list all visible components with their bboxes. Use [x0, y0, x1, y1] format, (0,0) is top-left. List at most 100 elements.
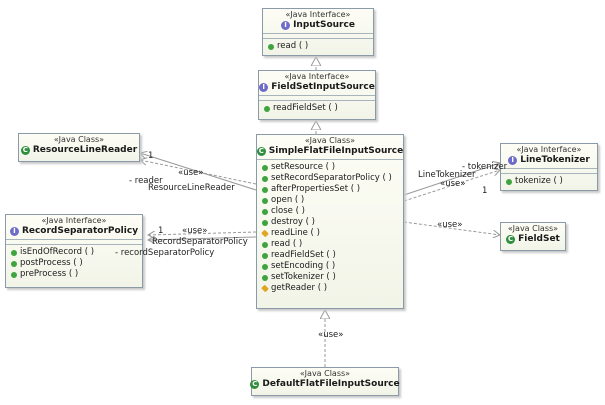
multiplicity-label: 1	[158, 226, 164, 236]
operation-row: read ( )	[262, 239, 403, 250]
operation-row: close ( )	[262, 206, 403, 217]
class-name: ResourceLineReader	[32, 145, 138, 155]
public-method-icon	[262, 241, 268, 248]
role-label: - recordSeparatorPolicy	[115, 248, 215, 258]
interface-icon: I	[9, 227, 19, 236]
operation: setResource ( )	[271, 162, 336, 172]
class-name: LineTokenizer	[520, 155, 590, 165]
use-label: «use»	[178, 168, 204, 178]
operation-row: readFieldSet ( )	[262, 250, 403, 261]
operation: preProcess ( )	[20, 269, 79, 279]
operation: open ( )	[271, 195, 305, 205]
operation: isEndOfRecord ( )	[20, 247, 95, 257]
operation: setTokenizer ( )	[271, 272, 336, 282]
type-label: LineTokenizer	[418, 170, 476, 180]
operation: read ( )	[271, 239, 303, 249]
operation: tokenize ( )	[515, 176, 563, 186]
public-method-icon	[268, 43, 274, 50]
stereotype: «Java Interface»	[516, 145, 582, 154]
public-method-icon	[262, 219, 268, 226]
attributes-compartment	[259, 96, 375, 101]
operation-row: open ( )	[262, 195, 403, 206]
class-name: SimpleFlatFileInputSource	[268, 146, 404, 156]
use-label: «use»	[437, 220, 463, 230]
public-method-icon	[262, 175, 268, 182]
operation-row: setTokenizer ( )	[262, 272, 403, 283]
use-label: «use»	[318, 330, 344, 340]
attributes-compartment	[263, 34, 373, 39]
public-method-icon	[262, 252, 268, 259]
interface-icon: I	[508, 156, 518, 165]
public-method-icon	[506, 178, 512, 185]
operation: getReader ( )	[271, 283, 328, 293]
role-label: - reader	[129, 176, 163, 186]
type-label: ResourceLineReader	[148, 183, 235, 193]
class-name: RecordSeparatorPolicy	[21, 226, 139, 236]
attributes-compartment	[6, 240, 142, 245]
role-label: - tokenizer	[462, 162, 508, 172]
operation: read ( )	[277, 41, 309, 51]
operations-compartment: setResource ( )setRecordSeparatorPolicy …	[257, 160, 403, 296]
public-method-icon	[262, 274, 268, 281]
use-label: «use»	[182, 226, 208, 236]
class-icon: C	[20, 146, 30, 155]
stereotype: «Java Interface»	[284, 72, 350, 81]
public-method-icon	[11, 271, 17, 278]
operation: postProcess ( )	[20, 258, 83, 268]
class-name: FieldSetInputSource	[271, 82, 375, 92]
stereotype: «Java Interface»	[41, 216, 107, 225]
operation-row: readLine ( )	[261, 228, 403, 239]
operation: readFieldSet ( )	[273, 103, 338, 113]
public-method-icon	[11, 249, 17, 256]
public-method-icon	[262, 197, 268, 204]
multiplicity-label: 1	[148, 151, 154, 161]
class-name: FieldSet	[518, 234, 560, 244]
protected-method-icon	[261, 229, 269, 238]
operation: setRecordSeparatorPolicy ( )	[271, 173, 392, 183]
public-method-icon	[262, 164, 268, 171]
public-method-icon	[262, 263, 268, 270]
operation: close ( )	[271, 206, 305, 216]
public-method-icon	[262, 186, 268, 193]
operation-row: setResource ( )	[262, 162, 403, 173]
operation-row: setEncoding ( )	[262, 261, 403, 272]
class-icon: C	[506, 235, 516, 244]
type-label: RecordSeparatorPolicy	[152, 237, 248, 247]
operation: setEncoding ( )	[271, 261, 336, 271]
operation-row: setRecordSeparatorPolicy ( )	[262, 173, 403, 184]
interface-icon: I	[259, 83, 269, 92]
class-icon: C	[250, 380, 260, 389]
stereotype: «Java Class»	[53, 135, 105, 144]
protected-method-icon	[261, 284, 269, 293]
public-method-icon	[264, 105, 270, 112]
stereotype: «Java Interface»	[285, 10, 351, 19]
public-method-icon	[262, 208, 268, 215]
stereotype: «Java Class»	[304, 136, 356, 145]
operation-row: getReader ( )	[261, 283, 403, 294]
public-method-icon	[11, 260, 17, 267]
operation: afterPropertiesSet ( )	[271, 184, 361, 194]
attributes-compartment	[501, 169, 597, 174]
interface-icon: I	[281, 21, 291, 30]
operation-row: destroy ( )	[262, 217, 403, 228]
use-label: «use»	[440, 179, 466, 189]
stereotype: «Java Class»	[507, 224, 559, 233]
class-name: DefaultFlatFileInputSource	[262, 379, 400, 389]
operation: destroy ( )	[271, 217, 315, 227]
multiplicity-label: 1	[482, 186, 488, 196]
operation-row: afterPropertiesSet ( )	[262, 184, 403, 195]
stereotype: «Java Class»	[299, 369, 351, 378]
operation: readLine ( )	[271, 228, 320, 238]
operation: readFieldSet ( )	[271, 250, 336, 260]
class-icon: C	[256, 147, 266, 156]
class-name: InputSource	[293, 20, 355, 30]
